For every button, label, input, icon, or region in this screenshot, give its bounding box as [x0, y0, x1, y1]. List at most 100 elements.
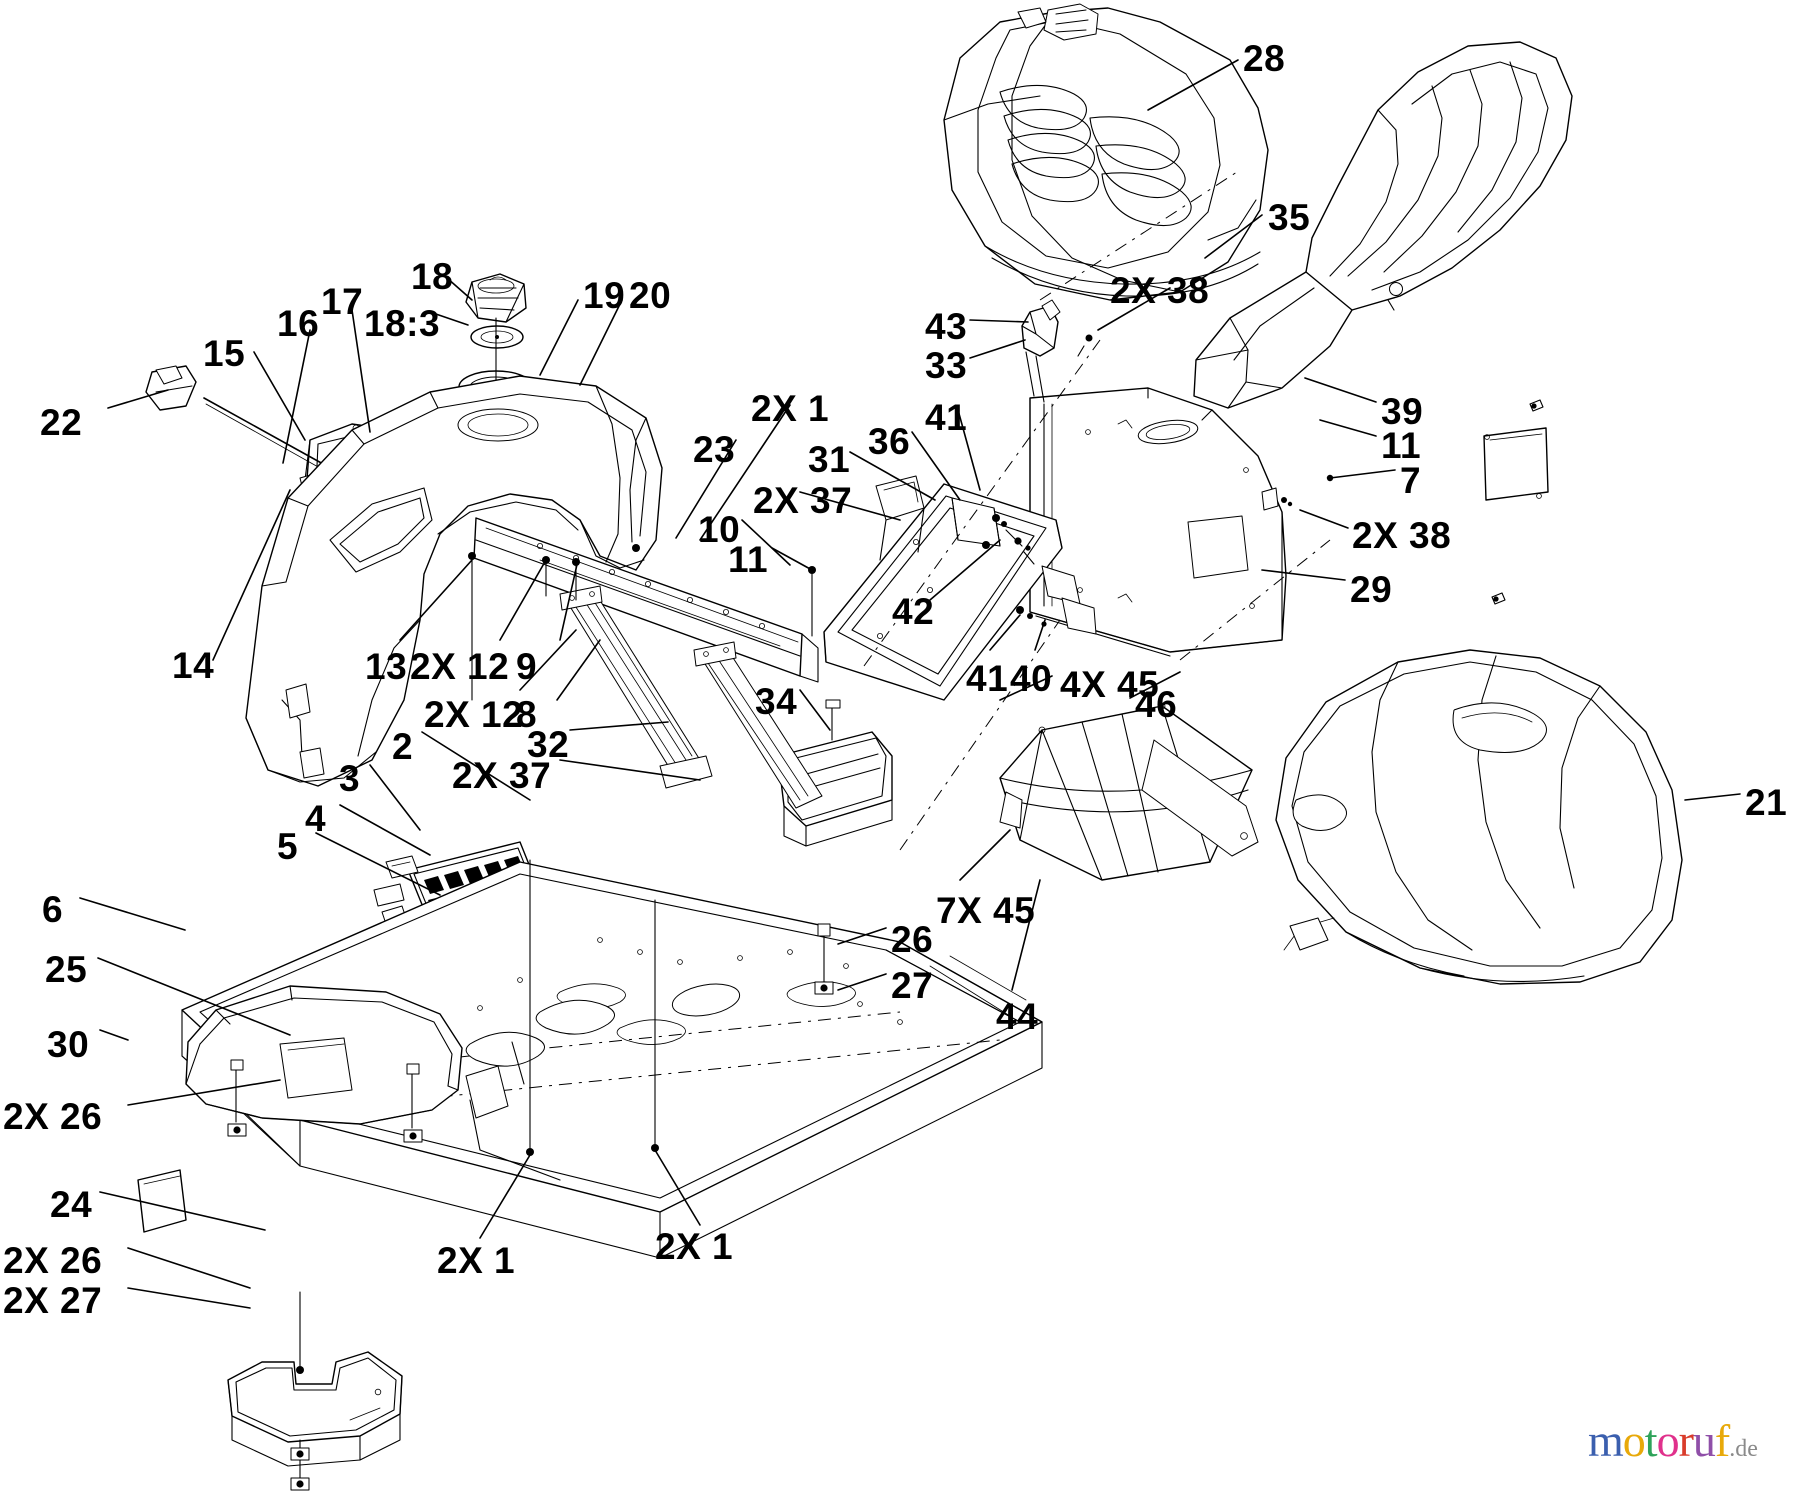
callout-17: 17 [321, 281, 364, 322]
leader-line [959, 829, 1011, 881]
callout-2x-27: 2X 27 [3, 1280, 103, 1321]
leader-line [97, 957, 291, 1036]
fasteners-right [1491, 399, 1544, 605]
part-9-8-rods [559, 585, 823, 809]
leader-line [579, 299, 623, 386]
part-26-nuts-bumper [227, 1123, 423, 1143]
part-43-33-bracket [1021, 299, 1061, 403]
leader-line [1261, 569, 1346, 581]
callout-7x-45: 7X 45 [936, 890, 1036, 931]
leader-line [446, 277, 473, 301]
callout-41: 41 [925, 397, 968, 438]
leader-line [849, 451, 936, 501]
leader-line [741, 519, 791, 566]
callout-30: 30 [47, 1024, 90, 1065]
callout-44: 44 [996, 996, 1039, 1037]
leader-line [569, 721, 669, 731]
leader-line [675, 439, 737, 539]
leader-line [799, 491, 901, 521]
leader-line [1329, 469, 1396, 479]
leader-line [282, 329, 311, 464]
part-39-chute [1193, 41, 1573, 409]
leader-line [911, 431, 961, 501]
leader-line [499, 559, 547, 641]
leader-line [212, 489, 291, 661]
callout-6: 6 [42, 889, 64, 930]
callout-11: 11 [1381, 425, 1422, 466]
callout-34: 34 [755, 681, 798, 722]
callout-27: 27 [891, 965, 934, 1006]
part-7-plate [1483, 427, 1549, 501]
leader-line [1129, 671, 1181, 699]
leader-line [989, 614, 1021, 651]
part-28-cover [943, 3, 1269, 301]
leader-line [559, 559, 579, 641]
callout-18: 18 [411, 256, 454, 297]
callout-5: 5 [277, 826, 299, 867]
callout-2x-12: 2X 12 [424, 694, 524, 735]
watermark-letter: f [1714, 1415, 1730, 1466]
watermark-letter: o [1622, 1415, 1646, 1466]
leader-line [1304, 377, 1377, 403]
leader-line [1147, 59, 1239, 111]
callout-18-3: 18:3 [364, 303, 441, 344]
callout-35: 35 [1268, 197, 1311, 238]
leader-line [559, 759, 701, 781]
callout-43: 43 [925, 306, 968, 347]
callout-42: 42 [892, 591, 935, 632]
fastener-2x38-chute [1077, 282, 1403, 357]
callout-19: 19 [583, 275, 626, 316]
leader-line [127, 1079, 281, 1106]
callout-2x-1: 2X 1 [437, 1240, 516, 1281]
callout-36: 36 [868, 421, 911, 462]
callout-3: 3 [339, 758, 361, 799]
callout-2x-37: 2X 37 [452, 755, 552, 796]
watermark-suffix: .de [1729, 1436, 1758, 1462]
callout-29: 29 [1350, 569, 1393, 610]
watermark-letter: t [1644, 1415, 1658, 1466]
callout-10: 10 [698, 509, 741, 550]
leader-line [519, 629, 577, 691]
part-18-fuel-cap [465, 273, 527, 323]
part-20-hood [245, 375, 663, 787]
callout-31: 31 [808, 439, 851, 480]
callout-46: 46 [1135, 684, 1178, 725]
callout-26: 26 [891, 919, 934, 960]
leader-line [999, 675, 1053, 701]
callout-2x-1: 2X 1 [655, 1226, 734, 1267]
leader-line [351, 309, 371, 433]
callout-24: 24 [50, 1184, 93, 1225]
callout-28: 28 [1243, 38, 1286, 79]
callout-4x-45: 4X 45 [1060, 664, 1160, 705]
leader-line [421, 731, 531, 801]
leader-line [1299, 509, 1349, 529]
leader-line [99, 1191, 266, 1231]
watermark-letter: o [1656, 1415, 1680, 1466]
leader-line [1204, 214, 1263, 259]
callout-20: 20 [629, 275, 672, 316]
watermark-letter: m [1588, 1415, 1624, 1466]
leader-line [99, 1029, 129, 1041]
leader-line [1034, 619, 1046, 651]
leader-line [654, 1149, 701, 1226]
watermark-letter: r [1678, 1415, 1694, 1466]
part-6-bumper [185, 985, 463, 1129]
callout-2x-26: 2X 26 [3, 1096, 103, 1137]
leader-line [556, 639, 601, 701]
part-44-baffle [999, 702, 1259, 881]
leader-lines [79, 59, 1741, 1309]
callout-22: 22 [40, 402, 83, 443]
leader-line [253, 351, 306, 441]
leader-line [929, 539, 1001, 601]
part-frame-deck [181, 861, 1043, 1259]
motoruf-watermark: motoruf.de [1588, 1418, 1758, 1464]
leader-line [1684, 793, 1741, 801]
part-30-decal [137, 1169, 187, 1233]
leader-line [699, 404, 791, 541]
leader-line [969, 339, 1026, 359]
part-18-3-gasket [470, 325, 524, 349]
callout-32: 32 [527, 724, 570, 765]
callout-33: 33 [925, 345, 968, 386]
callout-2x-12: 2X 12 [410, 646, 510, 687]
leader-line [107, 389, 169, 409]
